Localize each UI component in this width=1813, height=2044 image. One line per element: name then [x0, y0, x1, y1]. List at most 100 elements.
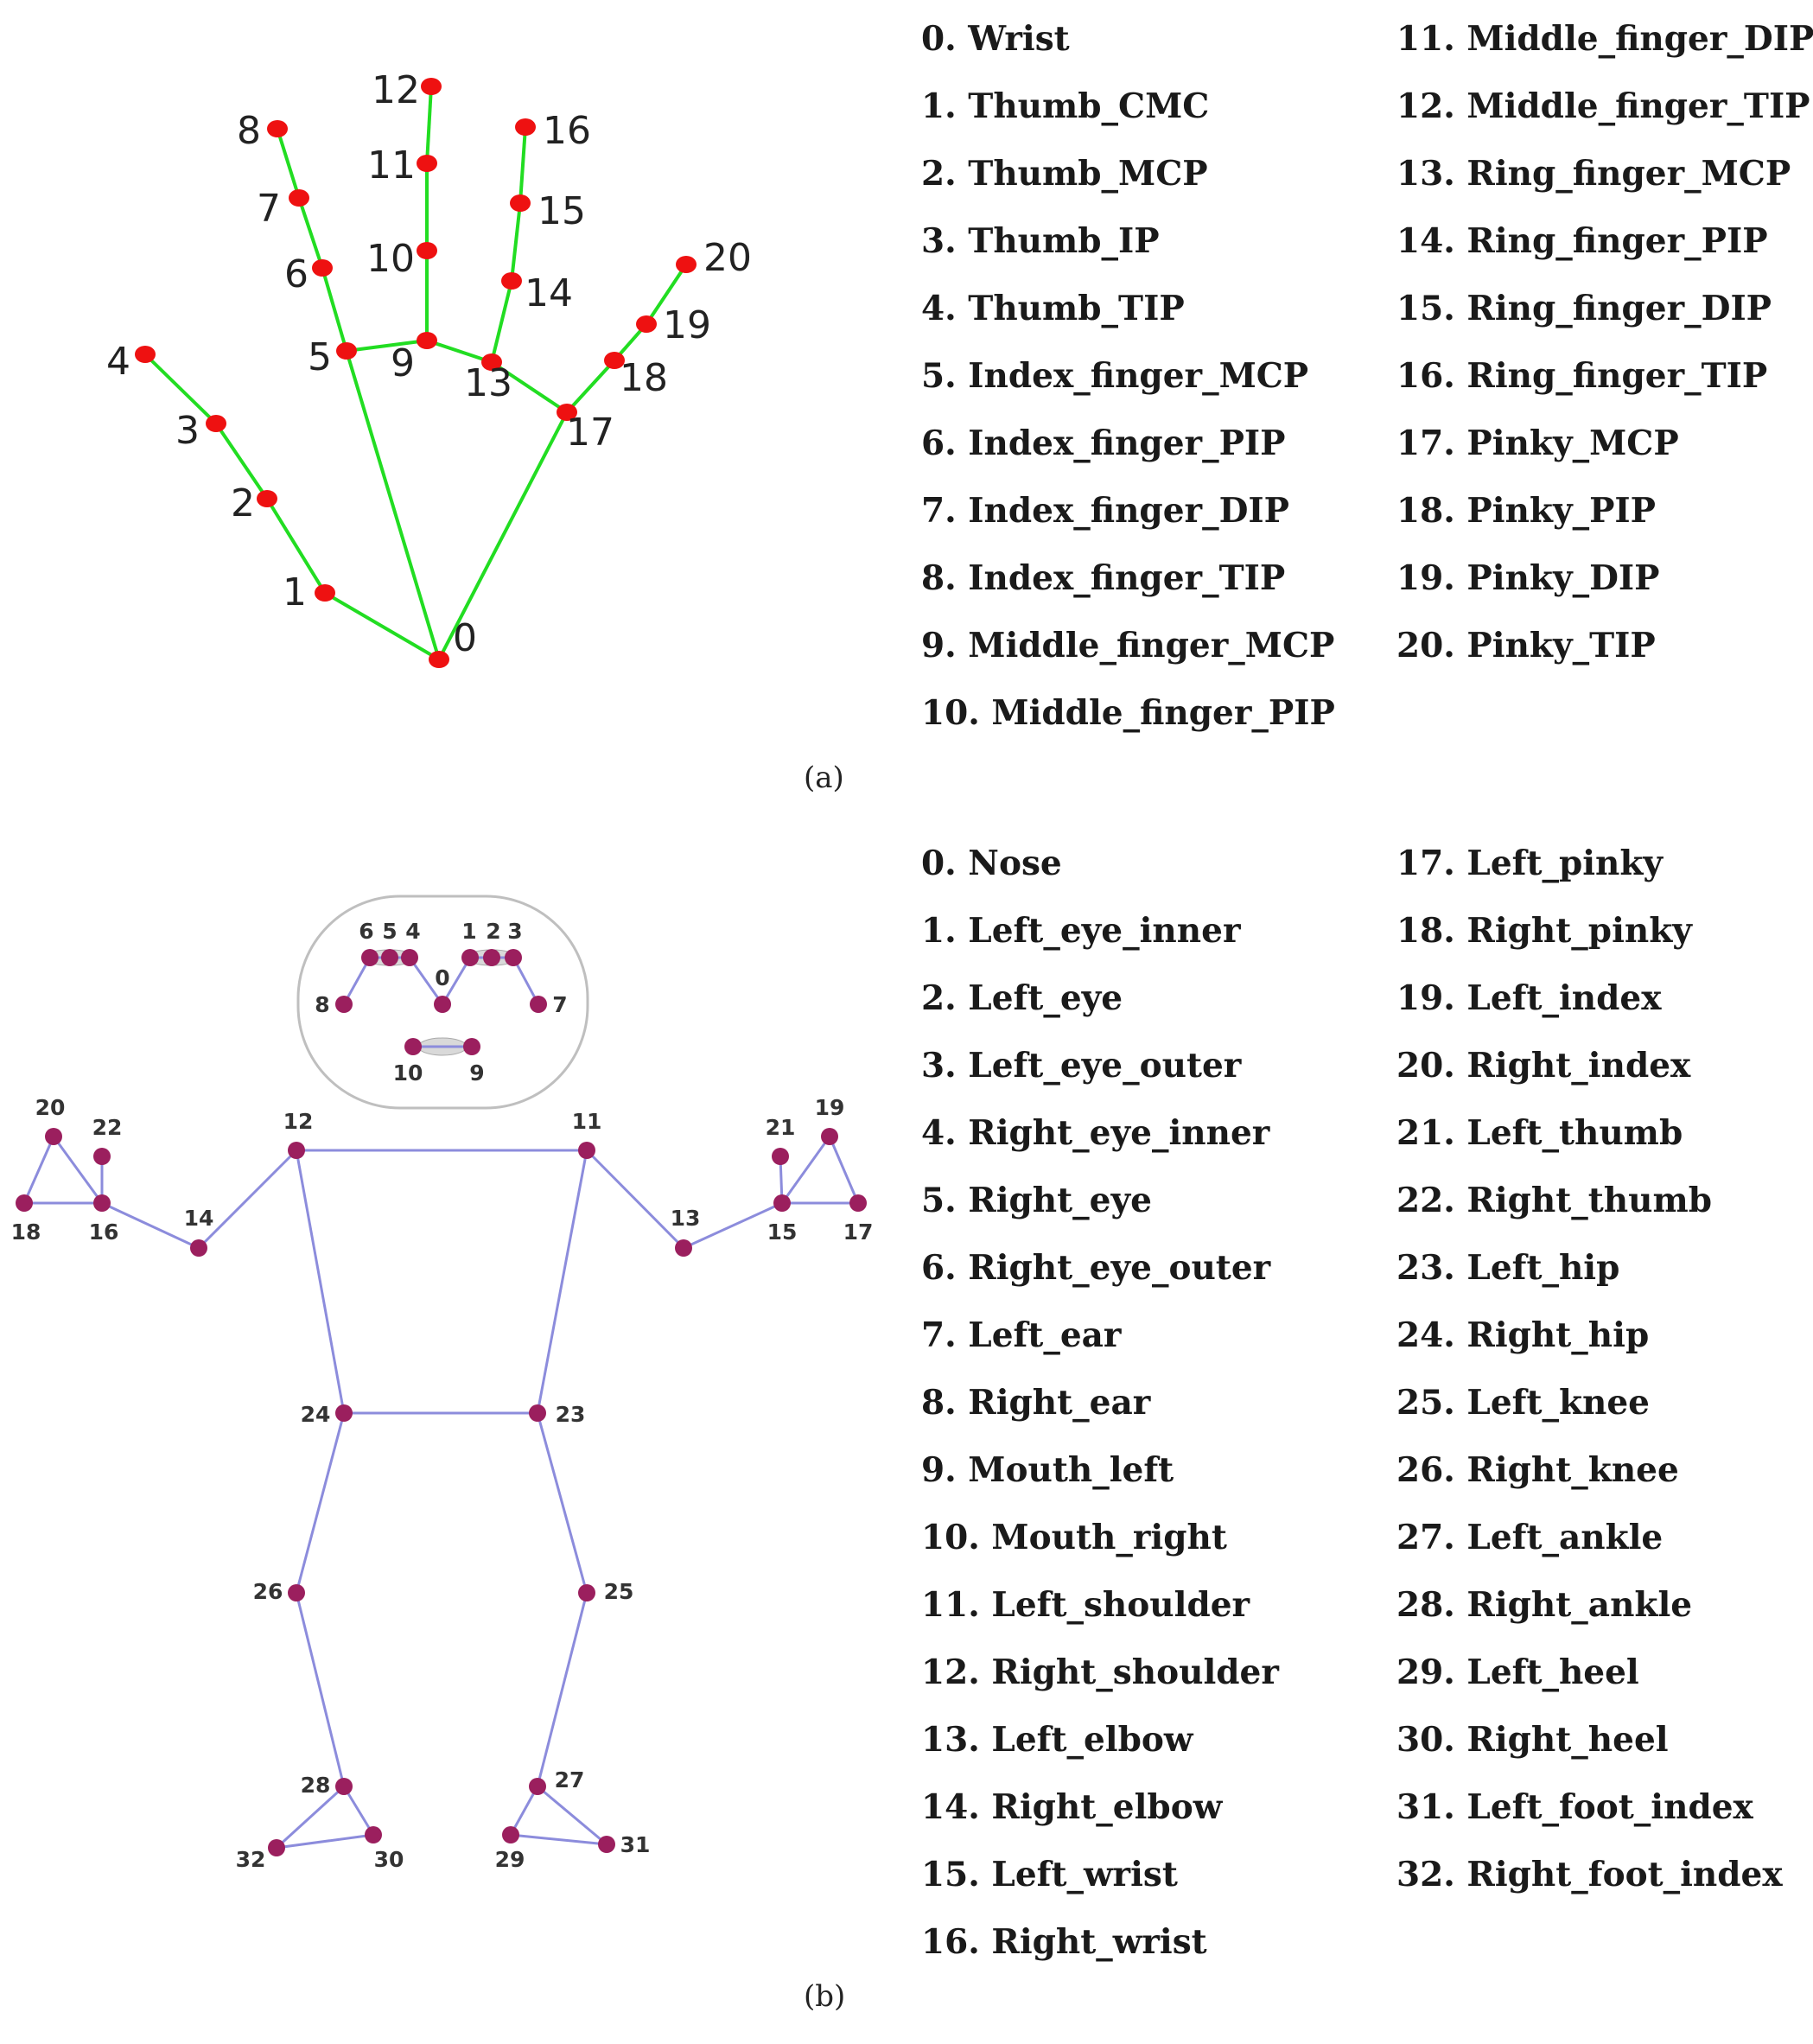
hand-landmark-point	[257, 490, 277, 507]
pose-landmark-27: 27. Left_ankle	[1396, 1518, 1664, 1557]
pose-connection-line	[536, 1592, 588, 1787]
pose-connection-line	[52, 1136, 104, 1204]
hand-landmark-2: 2. Thumb_MCP	[921, 154, 1208, 194]
pose-point-label: 13	[671, 1206, 701, 1231]
pose-point-label: 25	[604, 1579, 634, 1604]
hand-landmark-0: 0. Wrist	[921, 19, 1070, 59]
hand-landmark-point	[481, 353, 502, 371]
pose-point-label: 7	[552, 992, 567, 1017]
pose-landmark-point	[45, 1128, 62, 1145]
pose-landmark-point	[288, 1142, 305, 1159]
hand-point-label: 3	[175, 409, 200, 453]
pose-landmark-point	[335, 1778, 353, 1795]
pose-landmark-point	[335, 1404, 353, 1422]
pose-landmark-16: 16. Right_wrist	[921, 1922, 1207, 1962]
pose-connection-line	[275, 1785, 346, 1850]
hand-landmark-19: 19. Pinky_DIP	[1396, 558, 1660, 598]
pose-point-label: 17	[843, 1219, 874, 1245]
pose-landmark-point	[821, 1128, 838, 1145]
pose-point-label: 10	[393, 1060, 423, 1086]
panel-b-caption: (b)	[804, 1979, 846, 2014]
pose-connection-line	[408, 957, 444, 1005]
pose-landmark-point	[502, 1826, 519, 1843]
pose-landmark-point	[381, 949, 398, 966]
pose-point-label: 5	[382, 919, 397, 944]
hand-connection-line	[297, 197, 324, 269]
pose-point-label: 32	[236, 1847, 266, 1872]
pose-landmark-point	[598, 1836, 615, 1853]
pose-landmark-point	[772, 1148, 789, 1165]
hand-legend-col2: 11. Middle_finger_DIP 12. Middle_finger_…	[1396, 5, 1813, 679]
pose-landmark-15: 15. Left_wrist	[921, 1855, 1178, 1894]
pose-point-label: 19	[815, 1095, 845, 1120]
hand-point-label: 13	[464, 361, 512, 405]
pose-connection-line	[828, 1136, 860, 1204]
pose-landmark-9: 9. Mouth_left	[921, 1450, 1174, 1490]
pose-point-label: 28	[301, 1773, 331, 1798]
pose-connection-line	[22, 1136, 55, 1204]
pose-landmark-24: 24. Right_hip	[1396, 1315, 1650, 1355]
pose-landmark-point	[461, 949, 479, 966]
pose-point-label: 14	[184, 1206, 214, 1231]
hand-landmark-10: 10. Middle_finger_PIP	[921, 693, 1335, 733]
pose-landmark-point	[268, 1839, 285, 1856]
pose-point-label: 22	[92, 1115, 123, 1140]
hand-landmark-point	[135, 346, 156, 363]
pose-landmark-point	[335, 996, 353, 1013]
hand-landmark-point	[515, 118, 536, 136]
pose-point-label: 29	[495, 1847, 525, 1872]
pose-landmark-31: 31. Left_foot_index	[1396, 1787, 1753, 1827]
pose-landmark-point	[365, 1826, 382, 1843]
pose-point-label: 21	[766, 1115, 796, 1140]
pose-landmark-0: 0. Nose	[921, 844, 1062, 883]
pose-connection-line	[536, 1412, 588, 1594]
hand-landmark-point	[557, 404, 577, 421]
pose-landmark-30: 30. Right_heel	[1396, 1720, 1669, 1760]
pose-point-label: 6	[359, 919, 373, 944]
pose-landmark-6: 6. Right_eye_outer	[921, 1248, 1271, 1288]
pose-landmark-point	[849, 1194, 867, 1212]
pose-landmark-3: 3. Left_eye_outer	[921, 1046, 1242, 1086]
hand-point-label: 20	[703, 236, 752, 280]
hand-landmark-point	[604, 352, 625, 369]
pose-landmark-point	[434, 996, 451, 1013]
pose-landmark-point	[401, 949, 418, 966]
hand-connection-line	[490, 280, 513, 363]
pose-connection-line	[509, 1786, 539, 1836]
pose-connection-line	[295, 1149, 346, 1414]
hand-connection-line	[323, 591, 441, 661]
hand-point-label: 16	[543, 109, 591, 153]
hand-point-label: 14	[525, 271, 573, 315]
hand-connection-line	[276, 128, 301, 199]
hand-point-label: 5	[308, 335, 332, 379]
pose-connection-line	[683, 1201, 783, 1250]
pose-connection-line	[342, 957, 372, 1005]
pose-landmark-26: 26. Right_knee	[1396, 1450, 1679, 1490]
hand-connection-line	[490, 360, 569, 414]
hand-connection-line	[346, 339, 428, 353]
hand-connection-line	[425, 86, 433, 164]
pose-landmark-point	[93, 1194, 111, 1212]
pose-connection-line	[197, 1149, 298, 1250]
pose-point-label: 2	[486, 919, 500, 944]
pose-landmark-point	[93, 1148, 111, 1165]
pose-landmark-point	[578, 1142, 595, 1159]
pose-point-label: 26	[253, 1579, 283, 1604]
hand-point-label: 18	[620, 356, 668, 400]
hand-landmark-4: 4. Thumb_TIP	[921, 289, 1185, 328]
pose-landmark-32: 32. Right_foot_index	[1396, 1855, 1783, 1894]
pose-landmark-point	[530, 996, 547, 1013]
pose-connection-line	[441, 957, 472, 1005]
pose-landmark-19: 19. Left_index	[1396, 978, 1662, 1018]
pose-landmark-point	[483, 949, 500, 966]
hand-connection-line	[345, 350, 441, 660]
hand-landmark-point	[267, 120, 288, 137]
hand-connection-line	[510, 202, 522, 282]
hand-landmark-15: 15. Ring_finger_DIP	[1396, 289, 1772, 328]
hand-landmark-point	[429, 651, 449, 668]
hand-landmark-point	[421, 78, 442, 95]
hand-point-label: 12	[372, 68, 420, 112]
pose-connection-line	[276, 1833, 374, 1850]
pose-landmark-11: 11. Left_shoulder	[921, 1585, 1250, 1625]
